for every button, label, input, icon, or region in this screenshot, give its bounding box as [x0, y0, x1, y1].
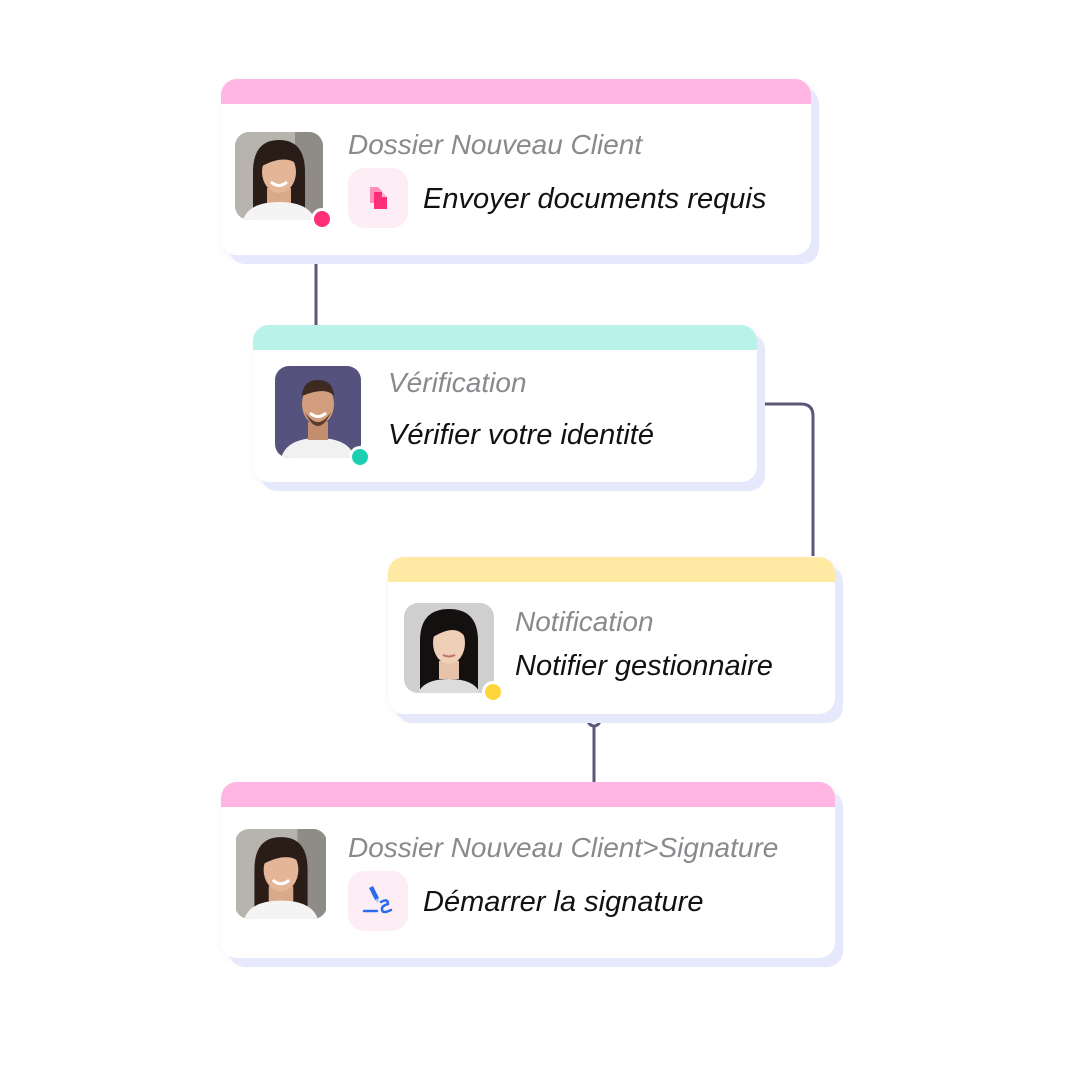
step-title: Dossier Nouveau Client	[348, 129, 643, 160]
step-title: Vérification	[388, 367, 527, 398]
status-dot	[349, 446, 371, 468]
avatar	[235, 132, 333, 230]
workflow-step-card[interactable]: Dossier Nouveau Client>Signature Démarre…	[221, 782, 835, 958]
card-accent-bar	[221, 782, 835, 807]
avatar	[235, 829, 327, 919]
status-dot	[482, 681, 504, 703]
signature-pen-icon	[362, 886, 393, 914]
card-accent-bar	[388, 557, 835, 582]
step-title: Notification	[515, 606, 654, 637]
card-accent-bar	[221, 79, 811, 104]
step-task: Envoyer documents requis	[423, 183, 767, 215]
step-task: Démarrer la signature	[423, 886, 704, 918]
step-title: Dossier Nouveau Client>Signature	[348, 832, 779, 863]
woman-dark-hair-avatar	[235, 132, 323, 220]
workflow-step-card[interactable]: Dossier Nouveau Client Envoyer documents…	[221, 79, 811, 255]
smiling-man-avatar	[275, 366, 361, 458]
status-dot	[311, 208, 333, 230]
step-task: Vérifier votre identité	[388, 419, 654, 451]
avatar	[404, 603, 504, 703]
workflow-step-card[interactable]: Notification Notifier gestionnaire	[388, 557, 835, 714]
card-accent-bar	[253, 325, 757, 350]
connector-port	[586, 712, 602, 728]
avatar	[275, 366, 371, 468]
workflow-step-card[interactable]: Vérification Vérifier votre identité	[253, 325, 757, 482]
task-icon-badge	[348, 168, 408, 228]
connector-2-3	[763, 402, 815, 556]
step-task: Notifier gestionnaire	[515, 650, 773, 682]
task-icon-badge	[348, 871, 408, 931]
document-copy-icon	[370, 187, 387, 209]
woman-dark-hair-avatar	[236, 829, 326, 919]
asian-woman-avatar	[404, 603, 494, 693]
